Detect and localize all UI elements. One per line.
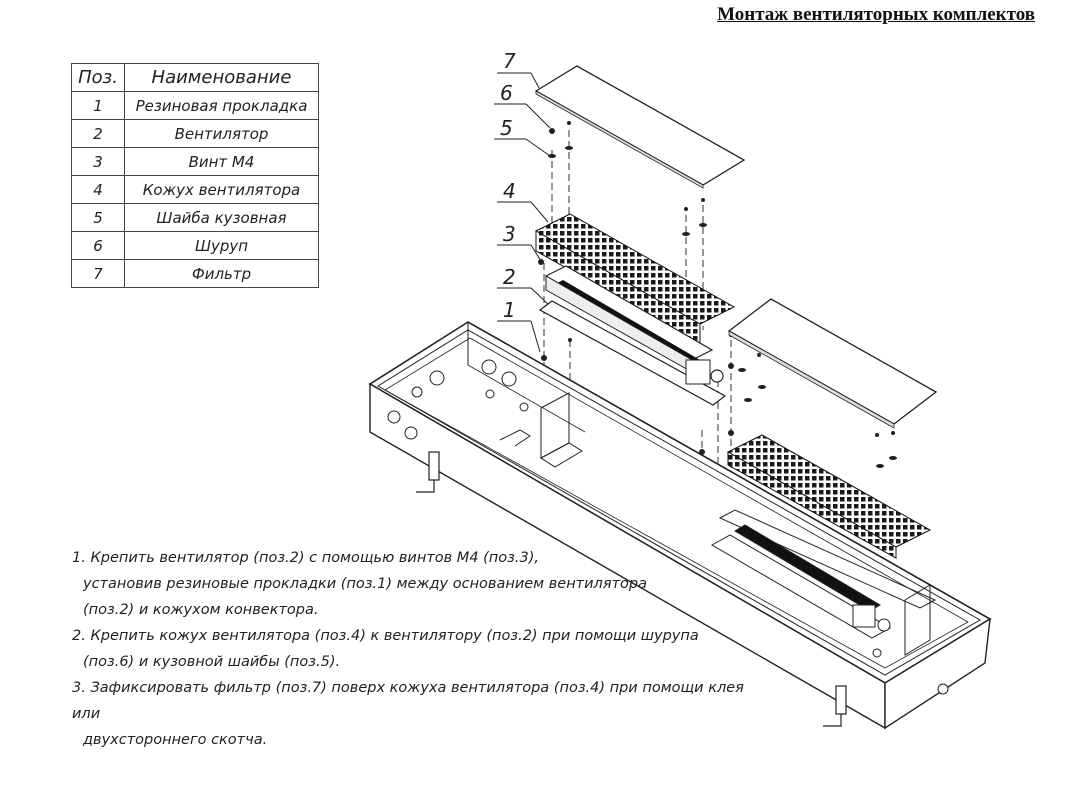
- note-line: (поз.2) и кожухом конвектора.: [83, 602, 319, 618]
- row-name: Фильтр: [124, 259, 319, 288]
- callout-label: 5: [500, 116, 513, 140]
- convector-tray: [368, 321, 992, 730]
- callout-label: 2: [503, 265, 516, 289]
- row-pos: 2: [71, 119, 125, 148]
- row-name: Вентилятор: [124, 119, 319, 148]
- row-pos: 6: [71, 231, 125, 260]
- row-name: Кожух вентилятора: [124, 175, 319, 204]
- note-line: 3. Зафиксировать фильтр (поз.7) поверх к…: [72, 680, 744, 722]
- filter-lower: [727, 298, 938, 429]
- callout-4: 4: [497, 179, 549, 223]
- row-pos: 7: [71, 259, 125, 288]
- callout-label: 3: [503, 222, 516, 246]
- callout-label: 4: [503, 179, 516, 203]
- callout-5: 5: [494, 116, 551, 157]
- row-name: Винт М4: [124, 147, 319, 176]
- callout-3: 3: [497, 222, 542, 262]
- row-name: Резиновая прокладка: [124, 91, 319, 120]
- row-pos: 1: [71, 91, 125, 120]
- page-title: Монтаж вентиляторных комплектов: [717, 4, 1035, 25]
- assembly-notes: 1. Крепить вентилятор (поз.2) с помощью …: [72, 545, 752, 753]
- note-line: 1. Крепить вентилятор (поз.2) с помощью …: [72, 550, 539, 566]
- fan-upper: [538, 265, 727, 406]
- callout-7: 7: [497, 49, 540, 89]
- note-line: установив резиновые прокладки (поз.1) ме…: [83, 576, 647, 592]
- row-name: Шайба кузовная: [124, 203, 319, 232]
- callout-label: 7: [503, 49, 516, 73]
- callout-1: 1: [497, 298, 541, 353]
- inner-bracket: [499, 392, 937, 656]
- tray-details: [387, 359, 949, 695]
- callout-label: 1: [503, 298, 516, 322]
- filter-upper: [534, 65, 746, 189]
- callout-label: 6: [500, 81, 513, 105]
- note-line: (поз.6) и кузовной шайбы (поз.5).: [83, 654, 341, 670]
- header-pos: Поз.: [71, 63, 125, 92]
- note-line: двухстороннего скотча.: [83, 732, 268, 748]
- callout-2: 2: [497, 265, 549, 305]
- fan-housing-lower: [726, 434, 932, 559]
- parts-table-header: Поз. Наименование: [71, 63, 319, 92]
- note-line: 2. Крепить кожух вентилятора (поз.4) к в…: [72, 628, 699, 644]
- row-pos: 3: [71, 147, 125, 176]
- header-name: Наименование: [124, 63, 319, 92]
- mounting-feet: [416, 451, 847, 727]
- row-pos: 5: [71, 203, 125, 232]
- callout-6: 6: [494, 81, 551, 129]
